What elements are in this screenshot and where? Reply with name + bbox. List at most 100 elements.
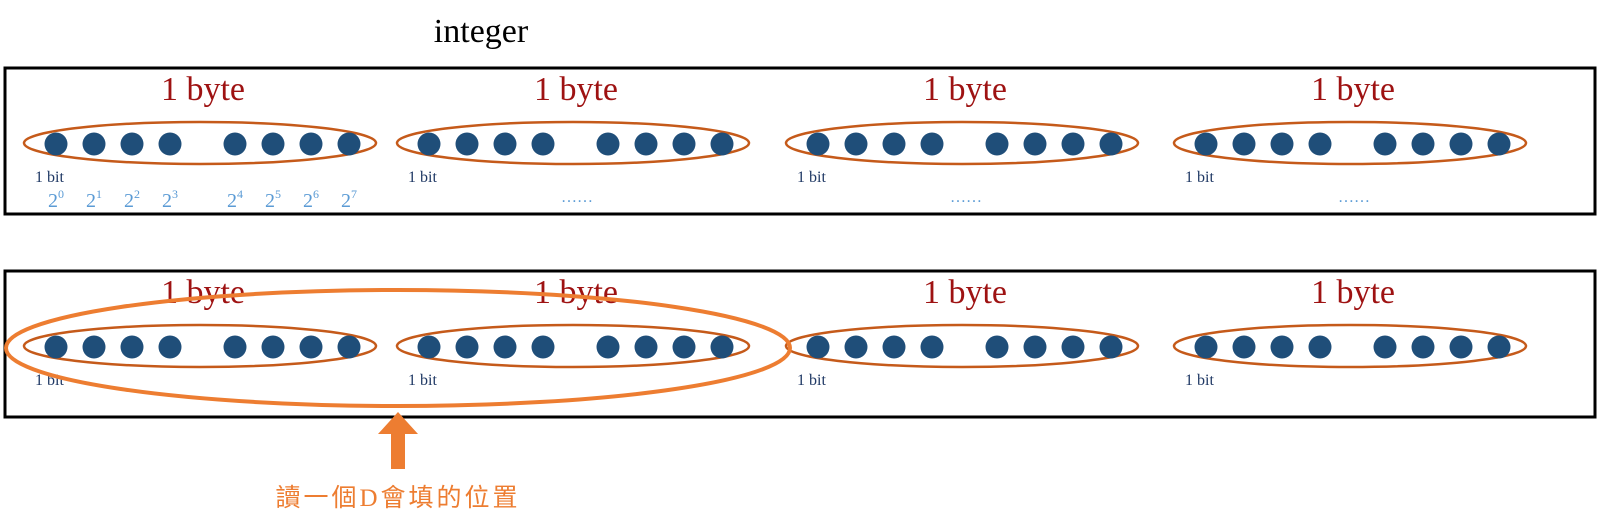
read-position-annotation: 讀一個D會填的位置 xyxy=(275,484,520,512)
ellipsis-label: …… xyxy=(1338,189,1370,206)
bit-dot xyxy=(1449,335,1473,359)
bit-dot xyxy=(672,132,696,156)
bit-dot xyxy=(158,335,182,359)
bit-dot xyxy=(710,335,734,359)
bit-dot xyxy=(1099,132,1123,156)
bit-dot xyxy=(1411,132,1435,156)
bit-dot xyxy=(158,132,182,156)
byte-label: 1 byte xyxy=(923,71,1007,108)
bit-label: 1 bit xyxy=(408,169,437,186)
bit-dot xyxy=(299,335,323,359)
bit-dot xyxy=(1099,335,1123,359)
bit-dot xyxy=(844,132,868,156)
byte-oval xyxy=(784,120,1140,166)
bit-dot xyxy=(120,335,144,359)
bit-dot xyxy=(596,132,620,156)
byte-group-2: 1 byte 1 bit …… xyxy=(395,71,751,206)
bit-dot xyxy=(82,335,106,359)
byte-group-3: 1 byte 1 bit …… xyxy=(784,71,1140,206)
bit-dot xyxy=(920,132,944,156)
bit-dot xyxy=(920,335,944,359)
power-of-two-label: 27 xyxy=(341,187,357,212)
byte-label: 1 byte xyxy=(161,274,245,311)
memory-frame xyxy=(3,66,1597,216)
byte-label: 1 byte xyxy=(1311,274,1395,311)
bit-dot xyxy=(120,132,144,156)
bit-dot xyxy=(44,132,68,156)
bit-dot xyxy=(417,335,441,359)
two-byte-highlight-ellipse xyxy=(4,288,792,408)
bit-dot xyxy=(1232,335,1256,359)
bit-dot xyxy=(455,132,479,156)
byte-oval xyxy=(1172,323,1528,369)
bit-dot xyxy=(1270,335,1294,359)
bit-dot xyxy=(1194,132,1218,156)
bit-dot xyxy=(1487,335,1511,359)
power-of-two-label: 23 xyxy=(162,187,178,212)
bit-dot xyxy=(1232,132,1256,156)
byte-oval xyxy=(784,323,1140,369)
up-arrow-icon xyxy=(378,412,418,469)
bit-dot xyxy=(1449,132,1473,156)
bit-dot xyxy=(493,335,517,359)
bit-dot xyxy=(1023,335,1047,359)
bit-dot xyxy=(1023,132,1047,156)
bit-dot xyxy=(299,132,323,156)
bit-dot xyxy=(596,335,620,359)
bit-label: 1 bit xyxy=(1185,372,1214,389)
byte-oval xyxy=(395,323,751,369)
bit-dot xyxy=(1270,132,1294,156)
bit-dot xyxy=(1308,335,1332,359)
byte-label: 1 byte xyxy=(534,71,618,108)
bit-dot xyxy=(806,335,830,359)
byte-group-4: 1 byte 1 bit xyxy=(1172,274,1528,389)
power-of-two-label: 26 xyxy=(303,187,319,212)
bit-dot xyxy=(1487,132,1511,156)
power-of-two-label: 21 xyxy=(86,187,102,212)
bit-dot xyxy=(882,132,906,156)
bit-dot xyxy=(844,335,868,359)
bit-dot xyxy=(1373,132,1397,156)
bit-dot xyxy=(634,132,658,156)
bit-dot xyxy=(1411,335,1435,359)
ellipsis-label: …… xyxy=(950,189,982,206)
bit-dot xyxy=(985,132,1009,156)
bit-dot xyxy=(223,335,247,359)
bit-dot xyxy=(223,132,247,156)
byte-oval xyxy=(1172,120,1528,166)
bit-dot xyxy=(261,335,285,359)
power-of-two-label: 25 xyxy=(265,187,281,212)
bit-label: 1 bit xyxy=(408,372,437,389)
power-of-two-label: 22 xyxy=(124,187,140,212)
bit-label: 1 bit xyxy=(1185,169,1214,186)
bit-dot xyxy=(1194,335,1218,359)
power-of-two-label: 20 xyxy=(48,187,64,212)
bit-dot xyxy=(337,335,361,359)
bit-dot xyxy=(44,335,68,359)
bit-dot xyxy=(634,335,658,359)
bit-dot xyxy=(672,335,696,359)
bit-dot xyxy=(531,335,555,359)
bit-dot xyxy=(261,132,285,156)
read-highlight: 讀一個D會填的位置 xyxy=(4,288,792,512)
byte-oval xyxy=(22,323,378,369)
bit-dot xyxy=(1308,132,1332,156)
bit-dot xyxy=(417,132,441,156)
ellipsis-label: …… xyxy=(561,189,593,206)
byte-oval xyxy=(395,120,751,166)
byte-label: 1 byte xyxy=(161,71,245,108)
bit-dot xyxy=(806,132,830,156)
bit-dot xyxy=(985,335,1009,359)
bit-label: 1 bit xyxy=(797,372,826,389)
bit-label: 1 bit xyxy=(797,169,826,186)
bit-dot xyxy=(337,132,361,156)
byte-oval xyxy=(22,120,378,166)
